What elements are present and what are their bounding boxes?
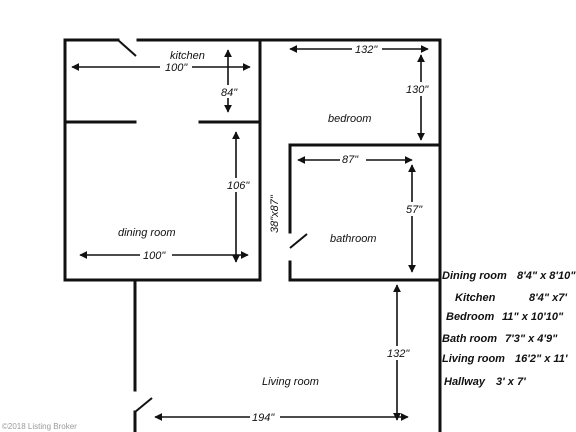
room-labels: kitchen bedroom dining room bathroom Liv… [118,50,376,388]
legend-kitchen-size: 8'4" x7' [529,292,567,304]
door-kitchen [117,39,137,57]
room-bathroom: bathroom [330,233,376,245]
legend-bedroom-size: 11" x 10'10" [502,311,564,323]
doors [117,39,308,413]
legend-bath-name: Bath room [442,333,497,345]
watermark: ©2018 Listing Broker [2,422,77,431]
legend-living-name: Living room [442,353,505,365]
legend-hallway-name: Hallway [444,376,486,388]
dim-hallway: 38"x87" [269,194,281,233]
room-dining: dining room [118,227,175,239]
legend-hallway-size: 3' x 7' [496,376,526,388]
dim-kitchen-width: 100" [165,62,188,74]
dim-bath-width: 87" [342,154,359,166]
dim-dining-width: 100" [143,250,166,262]
dim-dining-depth: 106" [227,180,250,192]
dim-bedroom-width: 132" [355,44,378,56]
room-living: Living room [262,376,319,388]
legend-kitchen-name: Kitchen [455,292,496,304]
legend-bath-size: 7'3" x 4'9" [505,333,558,345]
room-bedroom: bedroom [328,113,371,125]
room-kitchen: kitchen [170,50,205,62]
legend-dining-size: 8'4" x 8'10" [517,270,576,282]
door-living [134,397,153,413]
walls [63,38,442,432]
dim-bedroom-depth: 130" [406,84,429,96]
legend-living-size: 16'2" x 11' [515,353,568,365]
legend-bedroom-name: Bedroom [446,311,495,323]
dim-living-depth: 132" [387,348,410,360]
dimension-labels: 100" 84" 132" 130" 87" 57" 106" 100" 38"… [140,43,434,424]
dim-kitchen-depth: 84" [221,87,238,99]
dim-living-width: 194" [252,412,275,424]
room-size-legend: Dining room 8'4" x 8'10" Kitchen 8'4" x7… [442,270,576,388]
door-bathroom [289,233,308,249]
legend-dining-name: Dining room [442,270,507,282]
dim-bath-depth: 57" [406,204,423,216]
